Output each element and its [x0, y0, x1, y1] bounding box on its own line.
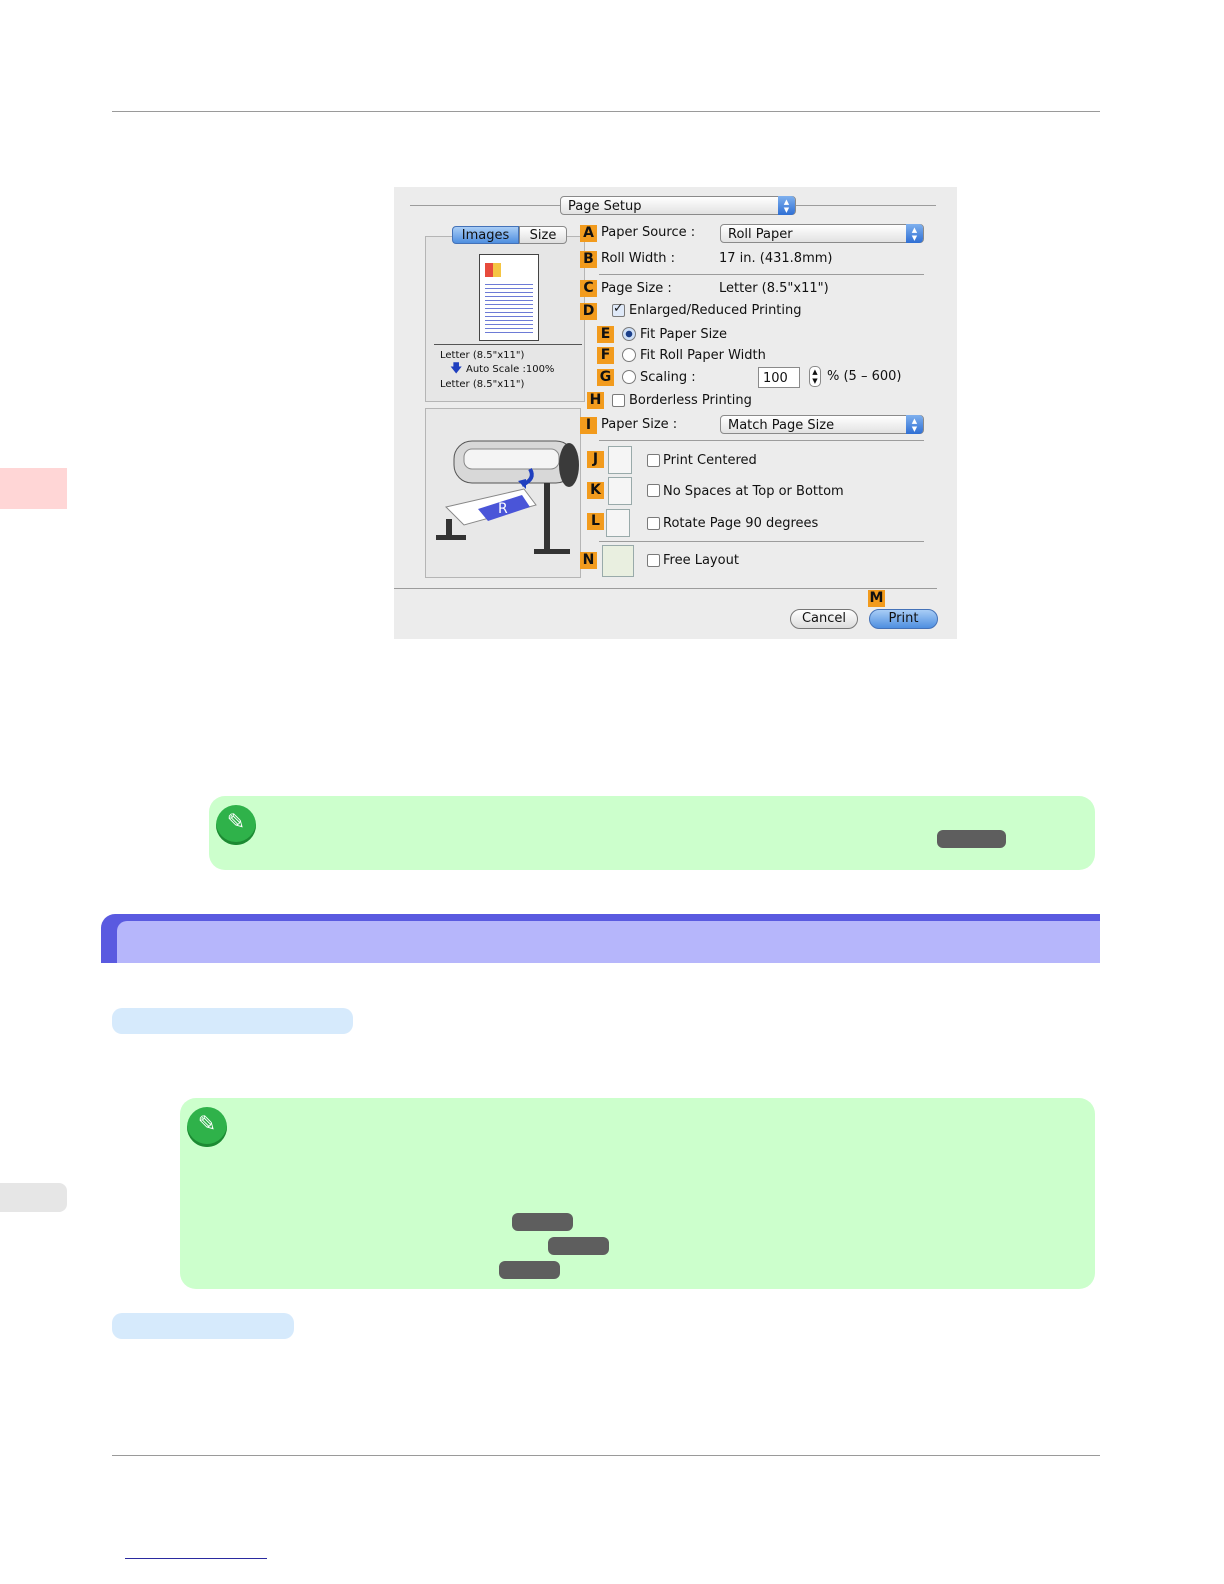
roll-width-label: Roll Width : [601, 251, 676, 266]
no-spaces-icon [608, 477, 632, 505]
note-1-link-button[interactable] [937, 830, 1006, 848]
badge-c: C [580, 280, 597, 297]
paper-size-select[interactable]: Match Page Size ▲▼ [720, 415, 924, 434]
free-layout-checkbox[interactable] [647, 554, 660, 567]
popup-arrows-icon: ▲▼ [778, 196, 795, 215]
paper-size-label: Paper Size : [601, 417, 678, 432]
enlarged-reduced-label: Enlarged/Reduced Printing [629, 303, 802, 318]
badge-h: H [587, 392, 604, 409]
print-centered-icon [608, 446, 632, 474]
page-setup-dialog: Page Setup ▲▼ Images Size Letter (8.5"x1… [394, 187, 957, 639]
badge-i: I [580, 417, 597, 434]
printer-illustration-panel: R [425, 408, 581, 578]
tab-images[interactable]: Images [452, 226, 519, 244]
fit-roll-width-label: Fit Roll Paper Width [640, 348, 766, 363]
free-layout-label: Free Layout [663, 553, 739, 568]
tab-size[interactable]: Size [519, 226, 567, 244]
divider-i [599, 440, 924, 441]
preview-auto-scale: Auto Scale :100% [466, 364, 555, 375]
note-pencil-icon: ✎ [216, 805, 256, 845]
cancel-button[interactable]: Cancel [790, 609, 858, 629]
badge-k: K [587, 482, 604, 499]
note-2-link-button-2[interactable] [548, 1237, 609, 1255]
print-centered-checkbox[interactable] [647, 454, 660, 467]
divider-l [599, 541, 924, 542]
title-line-right [796, 205, 936, 206]
section-heading-bar [101, 914, 1100, 963]
rotate-page-label: Rotate Page 90 degrees [663, 516, 819, 531]
paper-size-value: Match Page Size [728, 418, 835, 433]
badge-n: N [580, 552, 597, 569]
print-centered-label: Print Centered [663, 453, 757, 468]
badge-m: M [868, 590, 885, 607]
badge-g: G [597, 369, 614, 386]
enlarged-reduced-checkbox[interactable] [612, 301, 625, 317]
page-preview-thumbnail [479, 254, 539, 341]
preview-paper-out: Letter (8.5"x11") [440, 379, 525, 390]
rotate-page-icon [606, 509, 630, 537]
borderless-checkbox[interactable] [612, 394, 625, 407]
bottom-rule [112, 1455, 1100, 1456]
roll-width-value: 17 in. (431.8mm) [719, 251, 833, 266]
fit-paper-size-radio[interactable] [622, 327, 636, 341]
paper-source-select[interactable]: Roll Paper ▲▼ [720, 224, 924, 243]
page-setup-popup-label: Page Setup [568, 199, 642, 214]
side-tab-chapter[interactable] [0, 468, 67, 509]
paper-source-arrows-icon: ▲▼ [906, 224, 923, 243]
free-layout-icon [602, 545, 634, 577]
note-2-link-button-1[interactable] [512, 1213, 573, 1231]
page-setup-popup[interactable]: Page Setup ▲▼ [560, 196, 796, 215]
title-line-left [410, 205, 560, 206]
preview-paper-in: Letter (8.5"x11") [440, 350, 525, 361]
scaling-radio[interactable] [622, 370, 636, 384]
no-spaces-checkbox[interactable] [647, 484, 660, 497]
no-spaces-label: No Spaces at Top or Bottom [663, 484, 844, 499]
auto-scale-arrow-icon: 🡇 [450, 361, 463, 375]
side-tab-section[interactable] [0, 1183, 67, 1212]
preview-text-lines [485, 281, 533, 333]
paper-source-label: Paper Source : [601, 225, 696, 240]
tab-size-label: Size [529, 228, 557, 243]
note-pencil-icon-2: ✎ [187, 1107, 227, 1147]
print-button[interactable]: Print [869, 609, 938, 629]
badge-a: A [580, 225, 597, 242]
borderless-label: Borderless Printing [629, 393, 752, 408]
fit-roll-width-radio[interactable] [622, 348, 636, 362]
section-heading-inner [117, 921, 1100, 963]
footer-divider [394, 588, 937, 589]
fit-paper-size-label: Fit Paper Size [640, 327, 728, 342]
paper-source-value: Roll Paper [728, 227, 793, 242]
printer-icon: R [436, 440, 579, 554]
footer-link-underline[interactable] [125, 1558, 267, 1559]
tab-images-label: Images [461, 228, 510, 243]
scaling-range: % (5 – 600) [827, 369, 902, 384]
rotate-page-checkbox[interactable] [647, 517, 660, 530]
badge-j: J [587, 451, 604, 468]
subheading-pill-2 [112, 1313, 294, 1339]
badge-d: D [580, 303, 597, 320]
badge-b: B [580, 251, 597, 268]
preview-image-block [485, 263, 501, 277]
badge-e: E [597, 326, 614, 343]
note-box-2 [180, 1098, 1095, 1289]
subheading-pill-1 [112, 1008, 353, 1034]
page-size-label: Page Size : [601, 281, 672, 296]
scaling-stepper[interactable]: ▲▼ [809, 366, 821, 387]
svg-text:R: R [498, 501, 508, 517]
top-rule [112, 111, 1100, 112]
badge-l: L [587, 513, 604, 530]
note-2-link-button-3[interactable] [499, 1261, 560, 1279]
preview-divider [434, 344, 582, 345]
badge-f: F [597, 347, 614, 364]
paper-size-arrows-icon: ▲▼ [906, 415, 923, 434]
scaling-label: Scaling : [640, 370, 696, 385]
scaling-input[interactable]: 100 [758, 367, 800, 388]
page-size-value: Letter (8.5"x11") [719, 281, 829, 296]
divider-b [599, 274, 924, 275]
